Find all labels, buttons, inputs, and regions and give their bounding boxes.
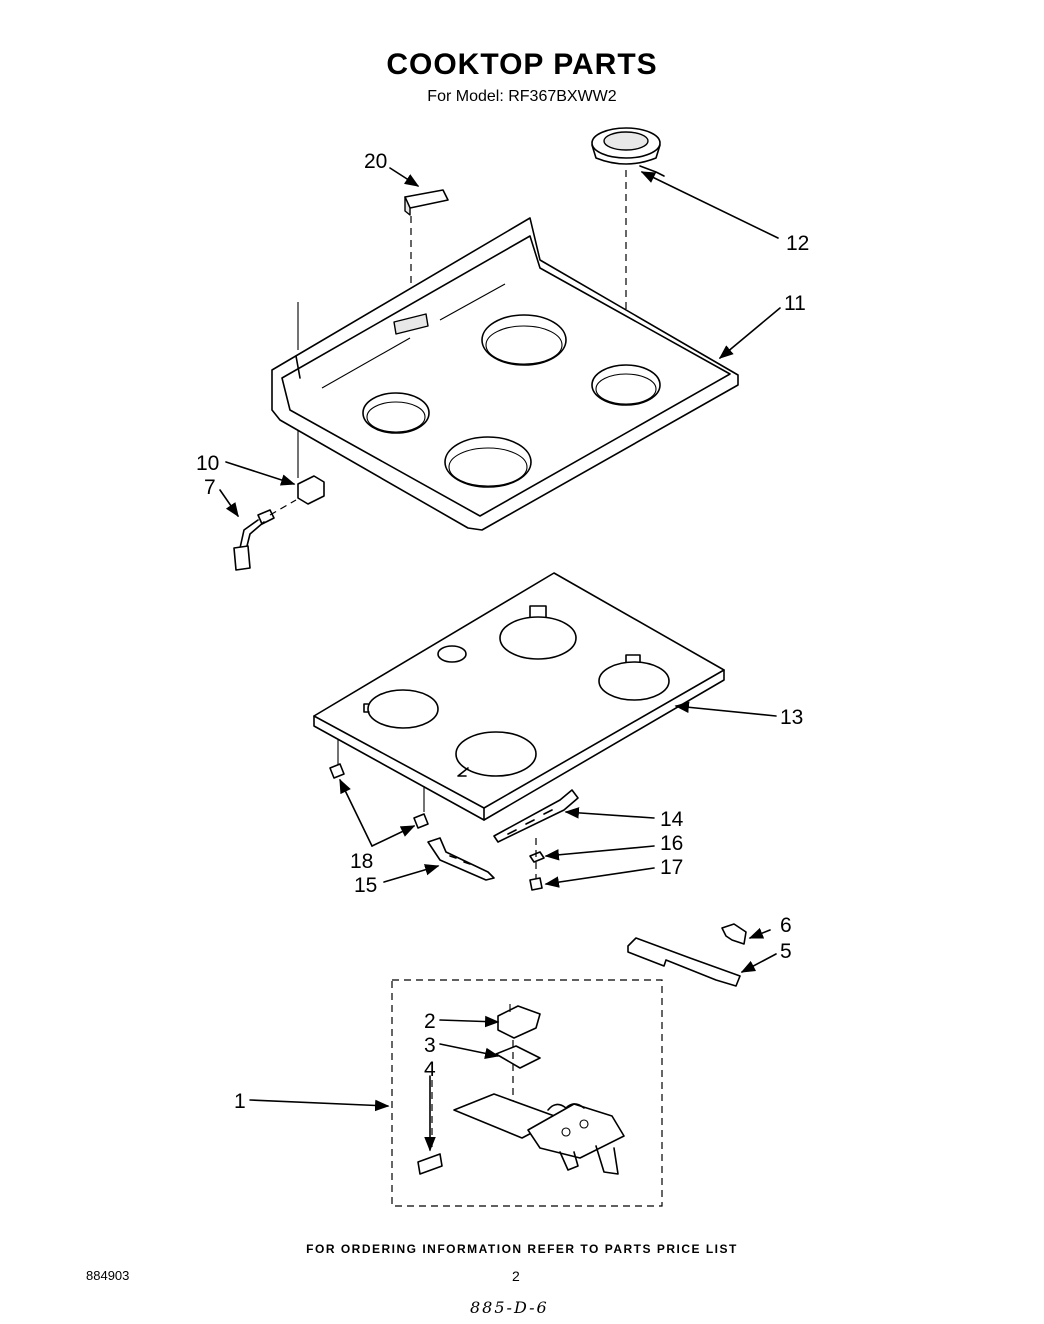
surface-element-part bbox=[591, 127, 665, 385]
callout-14: 14 bbox=[660, 808, 684, 831]
switch-assembly bbox=[417, 1004, 625, 1175]
model-subtitle: For Model: RF367BXWW2 bbox=[427, 88, 617, 105]
callout-4: 4 bbox=[424, 1058, 436, 1081]
callout-12: 12 bbox=[786, 232, 809, 255]
callout-15: 15 bbox=[354, 874, 377, 897]
callout-6: 6 bbox=[780, 914, 792, 937]
cooktop-main-top bbox=[271, 217, 739, 531]
callout-18: 18 bbox=[350, 850, 373, 873]
bracket-14 bbox=[493, 789, 579, 843]
bracket-part bbox=[404, 189, 449, 340]
cooktop-trim-plate bbox=[313, 572, 725, 821]
callout-1: 1 bbox=[234, 1090, 246, 1113]
bracket-5-and-clip-6 bbox=[627, 923, 747, 987]
callout-16: 16 bbox=[660, 832, 683, 855]
mounting-clips bbox=[329, 763, 429, 829]
page-number: 2 bbox=[512, 1268, 520, 1284]
washer-and-nut bbox=[529, 838, 545, 891]
callout-17: 17 bbox=[660, 856, 683, 879]
callout-2: 2 bbox=[424, 1010, 436, 1033]
switch-assembly-box bbox=[391, 979, 663, 1207]
handwritten-code: 885-D-6 bbox=[470, 1298, 549, 1317]
page-title: COOKTOP PARTS bbox=[386, 48, 658, 81]
callout-3: 3 bbox=[424, 1034, 436, 1057]
document-number: 884903 bbox=[86, 1268, 130, 1283]
leader-lines bbox=[219, 167, 781, 1152]
callout-7: 7 bbox=[204, 476, 216, 499]
bracket-15 bbox=[427, 837, 495, 881]
callout-11: 11 bbox=[784, 292, 806, 315]
terminal-block-and-wire bbox=[233, 475, 325, 571]
callout-10: 10 bbox=[196, 452, 219, 475]
ordering-info-note: FOR ORDERING INFORMATION REFER TO PARTS … bbox=[306, 1242, 738, 1256]
callout-20: 20 bbox=[364, 150, 387, 173]
callout-5: 5 bbox=[780, 940, 792, 963]
callout-13: 13 bbox=[780, 706, 803, 729]
